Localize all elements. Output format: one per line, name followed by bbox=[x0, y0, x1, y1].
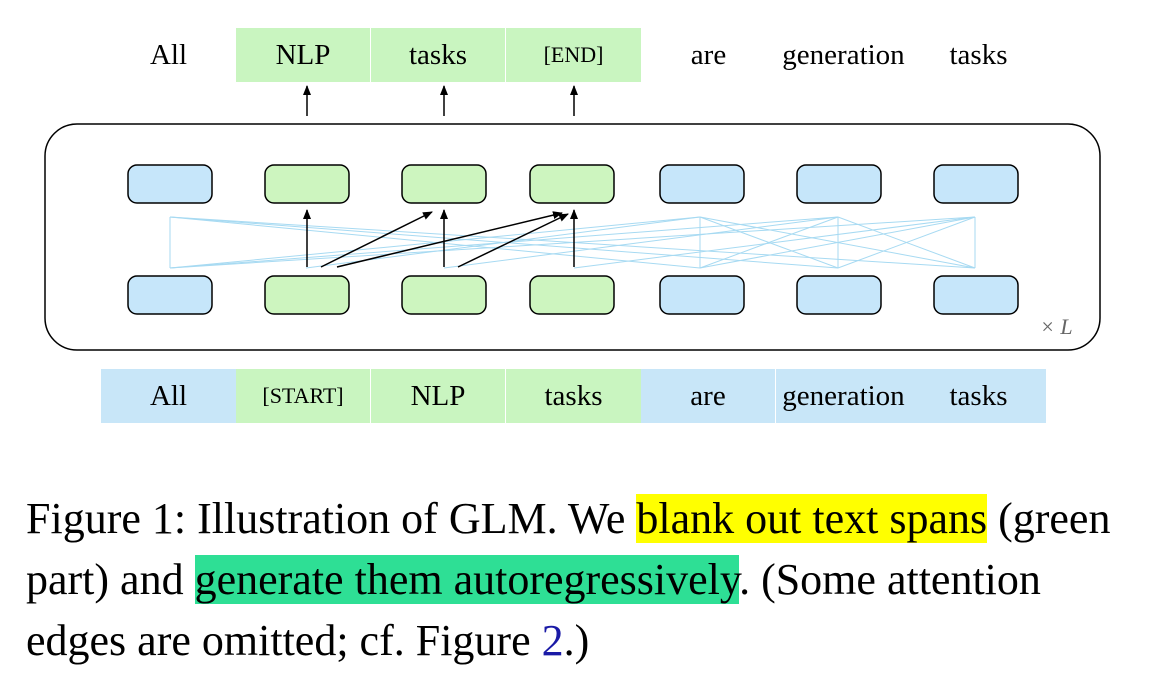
figure-caption: Figure 1: Illustration of GLM. We blank … bbox=[26, 488, 1146, 671]
upper-node-row bbox=[127, 164, 1019, 204]
figure-reference-link[interactable]: 2 bbox=[541, 616, 564, 665]
caption-highlight-generate: generate them autoregressively bbox=[194, 555, 740, 604]
output-arrows bbox=[303, 85, 578, 116]
upper-node-4 bbox=[529, 164, 615, 204]
attn-arrow-start-to-end bbox=[336, 211, 563, 268]
caption-part-3: . (Some attention edges are omitted; cf.… bbox=[26, 555, 1041, 665]
input-token-all: All bbox=[101, 369, 236, 423]
layer-repeat-label: × L bbox=[1040, 314, 1073, 339]
caption-part-1: Figure 1: Illustration of GLM. We bbox=[26, 494, 637, 543]
upper-node-5 bbox=[659, 164, 745, 204]
lower-node-2 bbox=[264, 275, 350, 315]
output-token-tasks: tasks bbox=[371, 28, 506, 82]
attn-arrow-start-to-tasks bbox=[320, 211, 433, 268]
lower-node-3 bbox=[401, 275, 487, 315]
input-token-generation: generation bbox=[776, 369, 911, 423]
lower-node-4 bbox=[529, 275, 615, 315]
autoregressive-attention-arrows bbox=[303, 209, 578, 268]
lower-node-5 bbox=[659, 275, 745, 315]
output-token-end: [END] bbox=[506, 28, 641, 82]
output-token-are: are bbox=[690, 38, 727, 71]
input-token-start: [START] bbox=[236, 369, 371, 423]
input-token-tasks-2: tasks bbox=[911, 369, 1046, 423]
output-token-tasks-2: tasks bbox=[949, 38, 1008, 71]
upper-node-7 bbox=[933, 164, 1019, 204]
output-token-nlp: NLP bbox=[236, 28, 371, 82]
upper-node-2 bbox=[264, 164, 350, 204]
upper-node-6 bbox=[796, 164, 882, 204]
caption-part-4: .) bbox=[563, 616, 590, 665]
lower-node-6 bbox=[796, 275, 882, 315]
output-token-all: All bbox=[149, 38, 188, 71]
lower-node-7 bbox=[933, 275, 1019, 315]
input-token-are: are bbox=[641, 369, 776, 423]
lower-node-row bbox=[127, 275, 1019, 315]
output-token-generation: generation bbox=[782, 38, 905, 71]
caption-highlight-blank-out: blank out text spans bbox=[636, 494, 988, 543]
caption-part-2: (green part) and bbox=[26, 494, 1111, 604]
transformer-layer-box bbox=[44, 123, 1101, 351]
input-token-tasks: tasks bbox=[506, 369, 641, 423]
attn-arrow-nlp-to-end bbox=[457, 213, 569, 268]
upper-node-1 bbox=[127, 164, 213, 204]
input-token-nlp: NLP bbox=[371, 369, 506, 423]
upper-node-3 bbox=[401, 164, 487, 204]
lower-node-1 bbox=[127, 275, 213, 315]
attention-edges-light bbox=[169, 216, 976, 269]
